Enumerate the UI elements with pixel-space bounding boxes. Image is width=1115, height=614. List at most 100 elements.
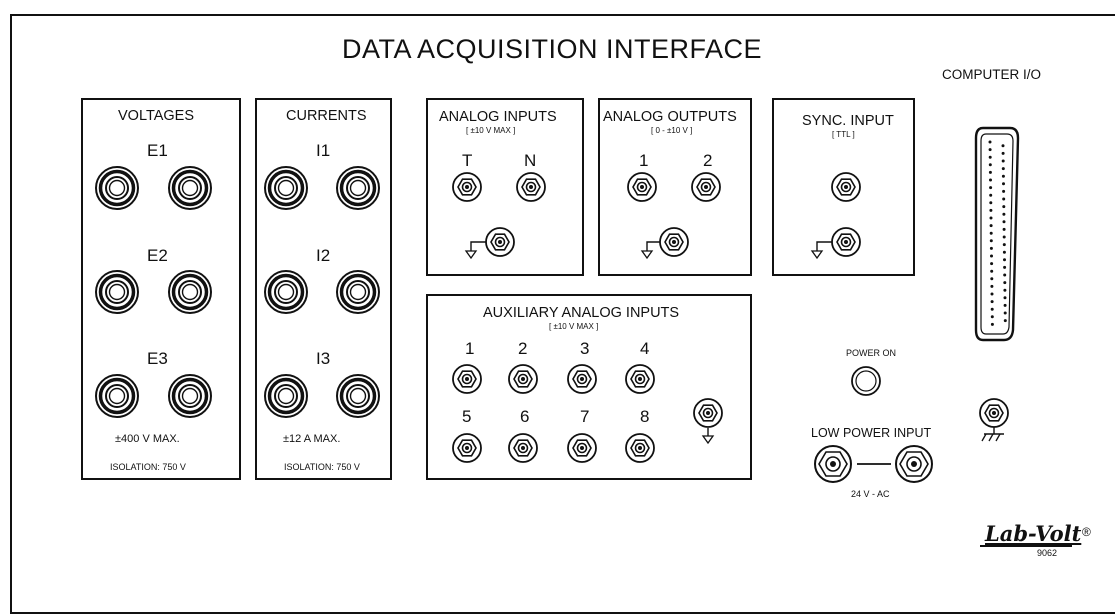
analog-output-2-jack[interactable] xyxy=(691,172,721,202)
aux-input-8-jack[interactable] xyxy=(625,433,655,463)
ground-icon xyxy=(810,241,832,260)
analog-input-ground-jack[interactable] xyxy=(485,227,515,257)
connector-pin xyxy=(990,307,994,311)
channel-label-i1: I1 xyxy=(316,141,331,160)
analog-output-ground-jack[interactable] xyxy=(659,227,689,257)
connector-pin xyxy=(990,269,994,273)
aux-inputs-section xyxy=(426,294,752,480)
connector-pin xyxy=(988,170,992,174)
analog-outputs-header: ANALOG OUTPUTS xyxy=(603,109,737,125)
voltages-max-rating: ±400 V MAX. xyxy=(115,433,180,445)
lab-volt-logo: Lab-Volt xyxy=(985,521,1082,546)
current-i2-jack-b[interactable] xyxy=(335,269,381,315)
current-i3-jack-b[interactable] xyxy=(335,373,381,419)
connector-pin xyxy=(1002,243,1006,247)
panel-title: DATA ACQUISITION INTERFACE xyxy=(342,34,763,64)
power-on-label: POWER ON xyxy=(846,348,897,358)
currents-max-rating: ±12 A MAX. xyxy=(283,433,341,445)
low-power-input-jack-a[interactable] xyxy=(814,445,852,483)
connector-pin xyxy=(1003,296,1007,300)
voltages-section xyxy=(81,98,241,480)
computer-io-connector[interactable] xyxy=(974,126,1020,342)
connector-pin xyxy=(1002,212,1006,216)
voltage-e3-jack-b[interactable] xyxy=(167,373,213,419)
connector-pin xyxy=(990,300,994,304)
low-power-input-jack-b[interactable] xyxy=(895,445,933,483)
voltage-e3-jack-a[interactable] xyxy=(94,373,140,419)
voltages-header: VOLTAGES xyxy=(118,108,195,124)
connector-pin xyxy=(989,224,993,228)
jacks-layer xyxy=(94,126,1072,547)
chassis-ground-jack[interactable] xyxy=(979,398,1009,428)
current-i1-jack-b[interactable] xyxy=(335,165,381,211)
voltage-e2-jack-b[interactable] xyxy=(167,269,213,315)
aux-input-2-jack[interactable] xyxy=(508,364,538,394)
connector-pin xyxy=(990,277,994,281)
aux-label-1: 1 xyxy=(465,339,475,358)
channel-label-i2: I2 xyxy=(316,246,331,265)
analog-output-label-1: 1 xyxy=(639,151,649,170)
currents-isolation: ISOLATION: 750 V xyxy=(284,462,360,472)
connector-pin xyxy=(1003,288,1007,292)
connector-pin xyxy=(1003,281,1007,285)
connector-pin xyxy=(989,246,993,250)
connector-pin xyxy=(1002,227,1006,231)
connector-pin xyxy=(988,140,992,144)
connector-pin xyxy=(989,193,993,197)
connector-pin xyxy=(989,216,993,220)
connector-pin xyxy=(989,178,992,182)
analog-input-t-jack[interactable] xyxy=(452,172,482,202)
aux-input-3-jack[interactable] xyxy=(567,364,597,394)
analog-inputs-section xyxy=(426,98,584,276)
connector-pin xyxy=(989,201,993,205)
connector-pin xyxy=(1001,167,1005,171)
registered-mark: ® xyxy=(1082,525,1091,539)
channel-label-e2: E2 xyxy=(147,246,168,265)
analog-input-n-jack[interactable] xyxy=(516,172,546,202)
aux-input-7-jack[interactable] xyxy=(567,433,597,463)
aux-input-1-jack[interactable] xyxy=(452,364,482,394)
sync-input-ground-jack[interactable] xyxy=(831,227,861,257)
voltage-e2-jack-a[interactable] xyxy=(94,269,140,315)
connector-pin xyxy=(990,315,994,319)
analog-output-1-jack[interactable] xyxy=(627,172,657,202)
connector-pin xyxy=(990,284,994,288)
connector-pin xyxy=(1002,205,1006,209)
connector-pin xyxy=(1003,258,1006,262)
connector-pin xyxy=(1001,174,1005,178)
connector-pin xyxy=(990,322,994,326)
connector-pin xyxy=(1002,220,1006,224)
aux-input-ground-jack[interactable] xyxy=(693,398,723,428)
currents-header: CURRENTS xyxy=(286,108,367,124)
sync-input-jack[interactable] xyxy=(831,172,861,202)
aux-input-5-jack[interactable] xyxy=(452,433,482,463)
connector-pin xyxy=(1001,159,1005,163)
aux-label-8: 8 xyxy=(640,407,650,426)
computer-io-label: COMPUTER I/O xyxy=(942,67,1042,82)
voltage-e1-jack-b[interactable] xyxy=(167,165,213,211)
aux-inputs-header: AUXILIARY ANALOG INPUTS xyxy=(483,305,680,321)
aux-input-4-jack[interactable] xyxy=(625,364,655,394)
ground-icon xyxy=(464,241,486,260)
current-i2-jack-a[interactable] xyxy=(263,269,309,315)
analog-inputs-header: ANALOG INPUTS xyxy=(439,109,557,125)
connector-pin xyxy=(1002,250,1006,254)
low-power-input-label: LOW POWER INPUT xyxy=(811,426,932,440)
sync-input-range: [ TTL ] xyxy=(832,130,855,139)
aux-label-4: 4 xyxy=(640,339,650,358)
analog-outputs-section xyxy=(598,98,752,276)
ground-icon xyxy=(640,241,660,260)
current-i1-jack-a[interactable] xyxy=(263,165,309,211)
voltage-e1-jack-a[interactable] xyxy=(94,165,140,211)
connector-pin xyxy=(1003,303,1007,307)
model-number: 9062 xyxy=(1037,548,1058,558)
channel-label-e1: E1 xyxy=(147,141,168,160)
analog-input-label-n: N xyxy=(524,151,537,170)
current-i3-jack-a[interactable] xyxy=(263,373,309,419)
currents-section xyxy=(255,98,392,480)
connector-pin xyxy=(989,231,993,235)
aux-input-6-jack[interactable] xyxy=(508,433,538,463)
analog-inputs-range: [ ±10 V MAX ] xyxy=(466,126,516,135)
sync-input-header: SYNC. INPUT xyxy=(802,113,894,129)
aux-label-3: 3 xyxy=(580,339,590,358)
